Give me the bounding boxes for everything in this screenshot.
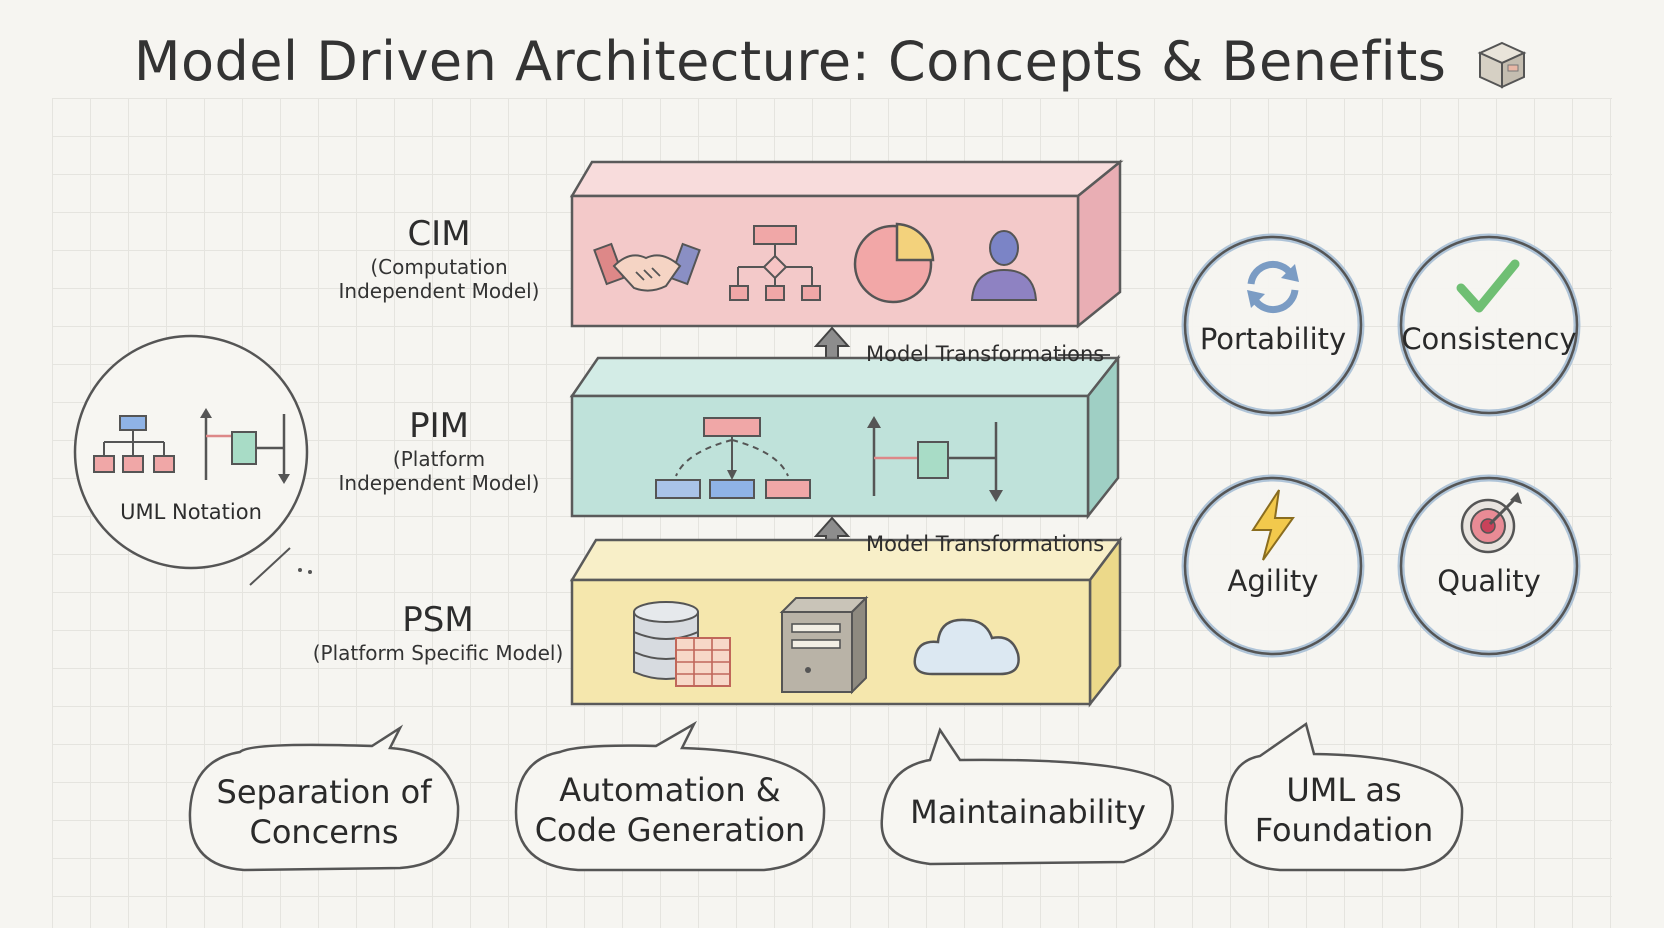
cim-full-name: (Computation Independent Model) <box>338 254 540 303</box>
target-icon <box>1460 492 1522 554</box>
pim-full-name: (Platform Independent Model) <box>338 446 540 495</box>
maintainability-bubble-text: Maintainability <box>890 792 1166 832</box>
psm-label: PSM (Platform Specific Model) <box>310 600 566 665</box>
automation-bubble-text: Automation & Code Generation <box>520 770 820 850</box>
database-icon <box>633 601 731 687</box>
separation-line1: Separation of <box>216 773 432 811</box>
lightning-icon <box>1251 489 1295 561</box>
quality-label: Quality <box>1437 564 1541 598</box>
agility-circle <box>1181 474 1365 658</box>
automation-line1: Automation & <box>559 771 781 809</box>
separation-bubble-shape <box>188 724 460 872</box>
pie-chart-icon <box>853 222 935 304</box>
flowchart-icon <box>729 225 821 301</box>
cim-label: CIM (Computation Independent Model) <box>312 214 566 303</box>
uml-sequence-icon <box>200 408 290 484</box>
automation-line2: Code Generation <box>534 811 806 849</box>
title-text: Model Driven Architecture: Concepts & Be… <box>133 30 1447 93</box>
cube-icon <box>1477 42 1527 89</box>
pim-label: PIM (Platform Independent Model) <box>334 406 544 495</box>
separation-line2: Concerns <box>249 813 399 851</box>
consistency-circle <box>1397 233 1581 417</box>
psm-full-name: (Platform Specific Model) <box>312 640 564 665</box>
automation-bubble-shape <box>514 720 826 872</box>
psm-abbr: PSM <box>402 600 474 640</box>
maintainability-line1: Maintainability <box>910 793 1146 831</box>
refresh-icon <box>1247 261 1299 313</box>
page-title: Model Driven Architecture: Concepts & Be… <box>0 30 1664 93</box>
handshake-icon <box>593 242 701 292</box>
portability-circle <box>1181 233 1365 417</box>
uml-hierarchy-icon <box>93 415 175 473</box>
transformation-label-1: Model Transformations <box>866 342 1105 366</box>
cim-layer-box <box>569 159 1124 329</box>
maintainability-bubble-shape <box>880 727 1174 866</box>
uml-foundation-line1: UML as <box>1286 771 1402 809</box>
transformation-label-2: Model Transformations <box>866 532 1105 556</box>
uml-notation-circle <box>73 334 312 586</box>
pim-abbr: PIM <box>409 406 469 446</box>
separation-bubble-text: Separation of Concerns <box>196 772 452 852</box>
pim-layer-box <box>569 354 1121 520</box>
uml-foundation-bubble-text: UML as Foundation <box>1228 770 1460 850</box>
sequence-diagram-icon <box>867 416 1003 502</box>
cim-abbr: CIM <box>407 214 471 254</box>
consistency-label: Consistency <box>1401 322 1577 356</box>
class-diagram-icon <box>655 417 811 499</box>
uml-foundation-bubble-shape <box>1224 721 1464 872</box>
uml-foundation-line2: Foundation <box>1254 811 1434 849</box>
uml-notation-label: UML Notation <box>120 500 262 524</box>
person-icon <box>970 230 1038 301</box>
agility-label: Agility <box>1227 564 1319 598</box>
quality-circle <box>1397 474 1581 658</box>
server-icon <box>779 595 869 695</box>
portability-label: Portability <box>1199 322 1347 356</box>
checkmark-icon <box>1456 259 1520 313</box>
cloud-icon <box>913 618 1020 676</box>
